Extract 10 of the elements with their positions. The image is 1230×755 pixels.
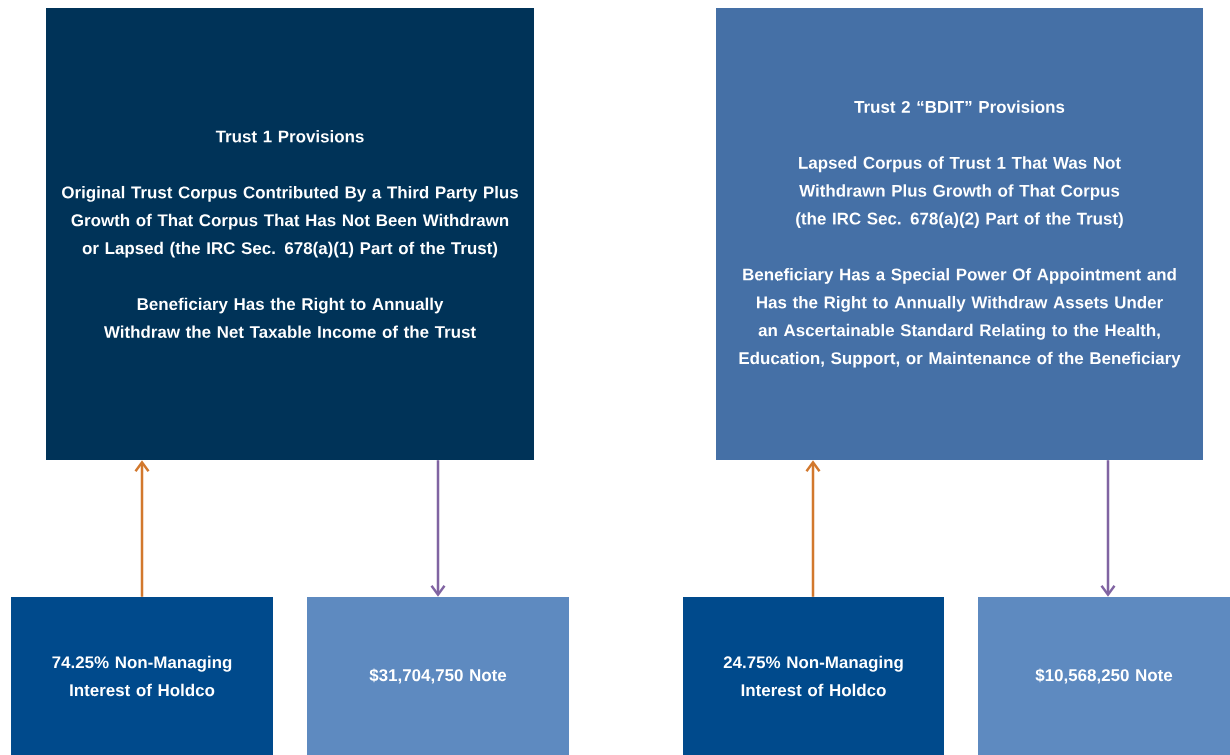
trust-box: Trust 1 Provisions Original Trust Corpus Contributed By a Third Party Plus Growth of That Corpus That Has Not Been Withdrawn or Lapsed (the IRC Sec. 678(a)(1) Part of the Trust) Beneficiary Has the Right to Annually Withdraw the Net Taxable Income of the Trust [46,8,534,460]
trust-box: Trust 2 “BDIT” Provisions Lapsed Corpus of Trust 1 That Was Not Withdrawn Plus Growth of That Corpus (the IRC Sec. 678(a)(2) Part of the Trust) Beneficiary Has a Special Power Of Appointment and Has the Right to Annually Withdraw Assets Under an Ascertainable Standard Relating to the Health, Education, Support, or Maintenance of the Beneficiary [716,8,1203,460]
arrow [134,460,150,597]
arrow [430,460,446,597]
arrow [1100,460,1116,597]
note-box: $10,568,250 Note [978,597,1230,755]
note-box: $31,704,750 Note [307,597,569,755]
interest-box: 24.75% Non-Managing Interest of Holdco [683,597,944,755]
interest-box: 74.25% Non-Managing Interest of Holdco [11,597,273,755]
arrow [805,460,821,597]
